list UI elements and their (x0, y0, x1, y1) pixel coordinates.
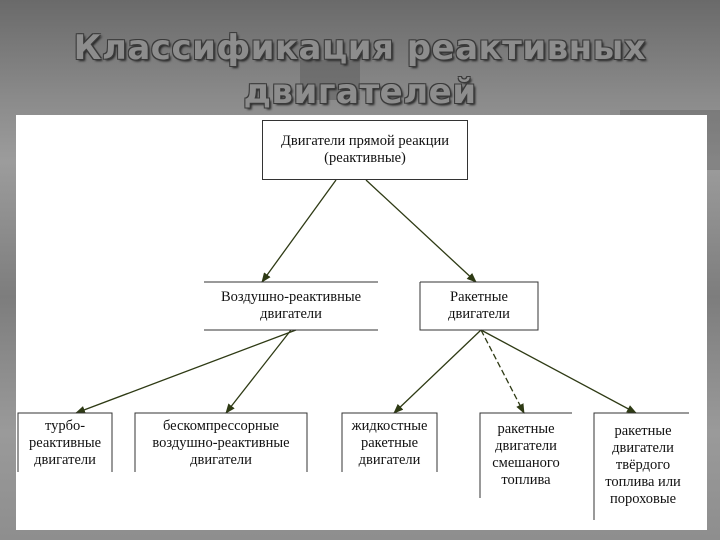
node-hybrid-line4: топлива (501, 472, 551, 488)
background-building (300, 60, 360, 100)
node-compressorless-line1: бескомпрессорные (163, 417, 279, 434)
arrow-air-to-compressorless (225, 329, 292, 414)
slide-title-line1: Классификация реактивных (73, 28, 647, 68)
arrow-rocket-to-hybrid (480, 329, 525, 414)
node-solid-line1: ракетные (614, 422, 672, 439)
node-turbojet: турбо- реактивные двигатели (19, 415, 111, 471)
arrow-air-to-turbojet (75, 329, 297, 414)
node-turbojet-line3: двигатели (34, 451, 96, 468)
border-turbojet (17, 412, 113, 472)
node-compressorless-line3: двигатели (190, 451, 252, 468)
node-liquid-line1: жидкостные (351, 417, 428, 434)
node-root-line1: Двигатели прямой реакции (280, 133, 449, 149)
diagram-panel: Двигатели прямой реакции (реактивные) Во… (16, 115, 707, 530)
border-hybrid (479, 412, 572, 498)
node-root-line2: (реактивные) (324, 150, 406, 166)
node-air-breathing: Воздушно-реактивные двигатели (204, 283, 378, 329)
arrow-rocket-to-solid (480, 329, 637, 414)
border-solid (593, 412, 689, 520)
node-hybrid-line1: ракетные (497, 421, 555, 437)
slide-title: Классификация реактивных двигателей (0, 26, 720, 114)
node-liquid-line2: ракетные (360, 434, 419, 451)
node-rocket: Ракетные двигатели (421, 283, 537, 329)
node-solid-line3: твёрдого (615, 456, 671, 473)
node-hybrid-line3: смешаного (492, 455, 560, 471)
node-air-line2: двигатели (260, 306, 322, 322)
border-liquid (341, 412, 438, 472)
node-hybrid-line2: двигатели (495, 438, 557, 454)
node-air-line1: Воздушно-реактивные (220, 289, 362, 305)
border-rocket (419, 281, 539, 331)
node-liquid: жидкостные ракетные двигатели (343, 415, 436, 471)
node-solid: ракетные двигатели твёрдого топлива или … (595, 415, 691, 515)
diagram-arrows (17, 179, 689, 520)
node-solid-line2: двигатели (612, 439, 674, 456)
border-compressorless (134, 412, 308, 472)
arrow-root-to-rocket (365, 179, 477, 283)
node-hybrid: ракетные двигатели смешаного топлива (481, 415, 571, 495)
node-rocket-line1: Ракетные (450, 289, 508, 305)
node-turbojet-line1: турбо- (44, 417, 86, 434)
node-solid-line5: пороховые (609, 490, 677, 507)
node-compressorless: бескомпрессорные воздушно-реактивные дви… (136, 415, 306, 471)
node-root: Двигатели прямой реакции (реактивные) (262, 120, 468, 180)
slide-title-line2: двигателей (243, 72, 477, 112)
node-turbojet-line2: реактивные (28, 434, 102, 451)
node-compressorless-line2: воздушно-реактивные (152, 434, 290, 451)
node-rocket-line2: двигатели (448, 306, 510, 322)
node-solid-line4: топлива или (605, 473, 681, 490)
node-liquid-line3: двигатели (358, 451, 421, 468)
arrow-rocket-to-liquid (393, 329, 482, 414)
arrow-root-to-air (261, 179, 337, 283)
